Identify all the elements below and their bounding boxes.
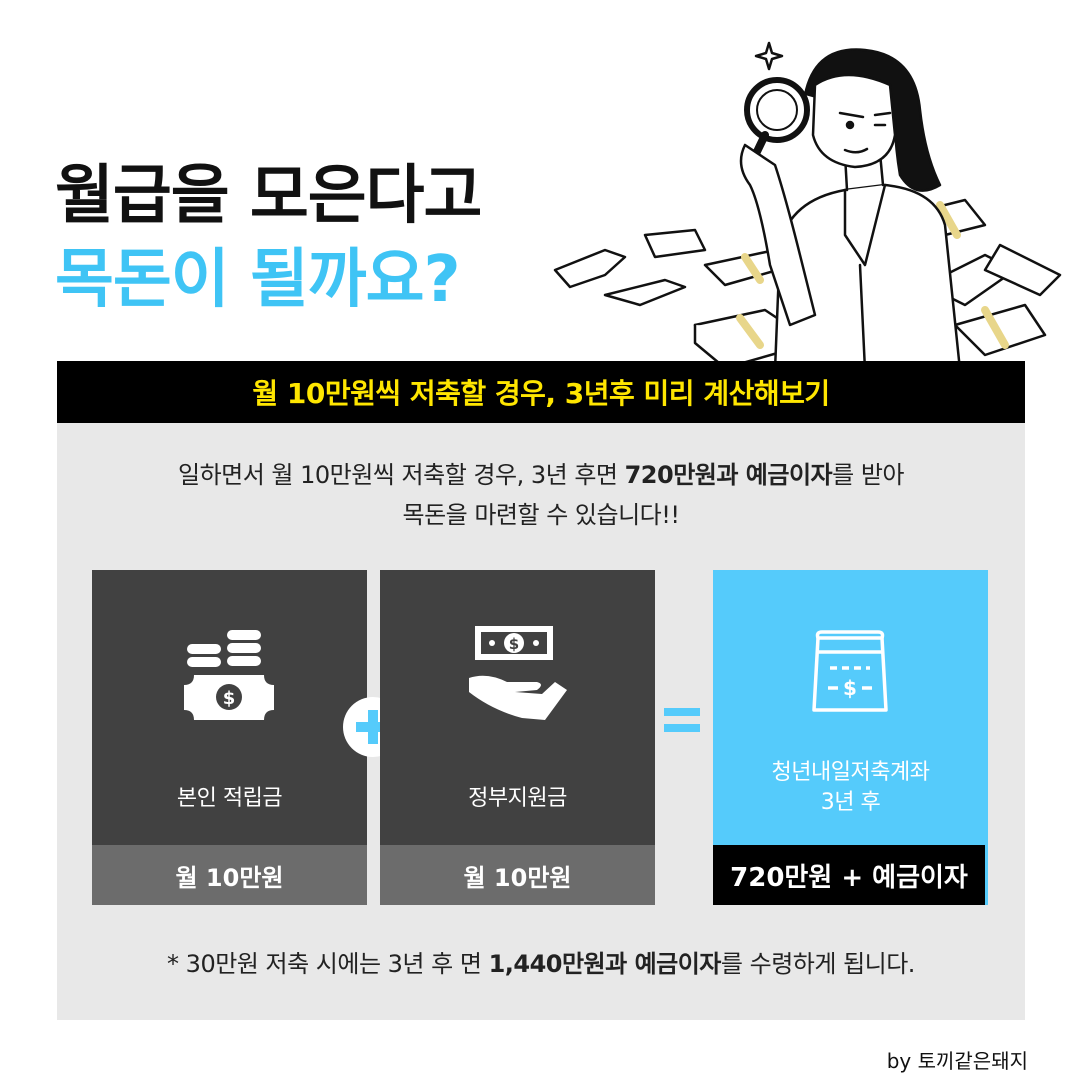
banner-text: 월 10만원씩 저축할 경우, 3년후 미리 계산해보기	[252, 377, 830, 410]
card-footer: 월 10만원	[380, 845, 655, 905]
card-label-line-2: 3년 후	[820, 790, 881, 815]
card-label: 본인 적립금	[176, 786, 283, 811]
card-personal-savings: $ 본인 적립금 월 10만원	[92, 570, 367, 905]
card-government-support: $ 정부지원금 월 10만원	[380, 570, 655, 905]
coins-cash-icon: $	[184, 630, 274, 720]
card-footer: 720만원 + 예금이자	[713, 845, 985, 905]
detective-woman-illustration	[553, 41, 1062, 370]
card-footer: 월 10만원	[92, 845, 367, 905]
equals-icon	[664, 708, 700, 732]
footnote-text-c: 를 수령하게 됩니다.	[720, 950, 916, 978]
svg-text:$: $	[223, 688, 236, 709]
svg-text:$: $	[509, 635, 519, 653]
intro-text: 일하면서 월 10만원씩 저축할 경우, 3년 후면 720만원과 예금이자를 …	[57, 455, 1025, 535]
intro-line-1: 일하면서 월 10만원씩 저축할 경우, 3년 후면 720만원과 예금이자를 …	[57, 455, 1025, 495]
card-label-line-1: 청년내일저축계좌	[771, 760, 930, 785]
headline-line-2: 목돈이 될까요?	[55, 243, 461, 317]
hand-cash-icon: $	[469, 626, 567, 720]
author-byline: by 토끼같은돼지	[886, 1049, 1028, 1073]
card-label: 정부지원금	[468, 786, 567, 811]
footnote: * 30만원 저축 시에는 3년 후 면 1,440만원과 예금이자를 수령하게…	[57, 944, 1025, 979]
intro-line-2: 목돈을 마련할 수 있습니다!!	[402, 501, 680, 529]
footnote-text-a: * 30만원 저축 시에는 3년 후 면	[167, 950, 489, 978]
svg-text:$: $	[843, 676, 857, 700]
title-banner: 월 10만원씩 저축할 경우, 3년후 미리 계산해보기	[57, 361, 1025, 423]
intro-text-a: 일하면서 월 10만원씩 저축할 경우, 3년 후면	[177, 461, 625, 489]
headline-line-1: 월급을 모은다고	[55, 159, 482, 233]
footnote-highlight: 1,440만원과 예금이자	[488, 950, 722, 978]
intro-highlight: 720만원과 예금이자	[624, 461, 833, 489]
bankbook-icon: $	[812, 630, 888, 712]
card-label: 청년내일저축계좌 3년 후	[713, 758, 988, 818]
intro-text-c: 를 받아	[832, 461, 904, 489]
card-result-account: $ 청년내일저축계좌 3년 후 720만원 + 예금이자	[713, 570, 988, 905]
